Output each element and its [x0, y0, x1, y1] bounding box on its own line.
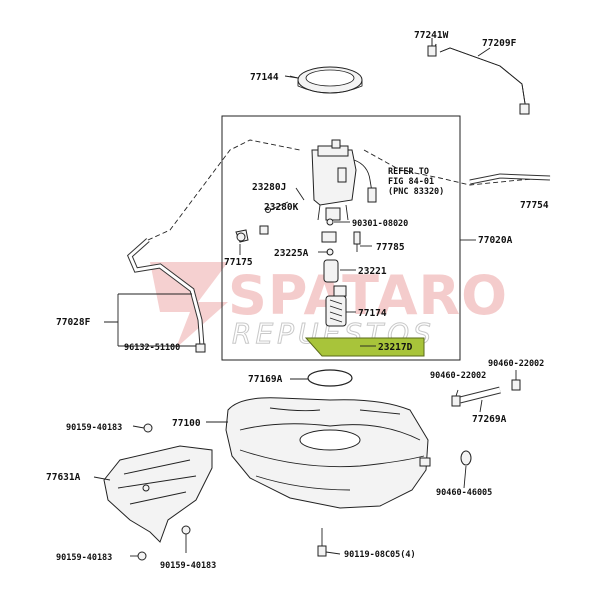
- lock-ring: [289, 66, 363, 94]
- pump-top-assembly: [311, 139, 377, 221]
- pump-assembly-frame: [221, 115, 461, 361]
- label-90301-08020: 90301-08020: [352, 219, 408, 229]
- label-77174: 77174: [358, 308, 387, 319]
- tank-dashed-outline: [147, 139, 551, 241]
- small-parts: [235, 207, 361, 327]
- label-23280j: 23280J: [252, 182, 286, 193]
- label-refer-line1: REFER TO: [388, 167, 429, 177]
- label-77020a: 77020A: [478, 235, 513, 246]
- hose-77269a: [451, 379, 521, 466]
- label-23217d: 23217D: [378, 342, 413, 353]
- vent-tube-assembly: [427, 38, 530, 115]
- filter-23217d-highlight: [304, 337, 425, 357]
- label-77209f: 77209F: [482, 38, 517, 49]
- gasket-77169a: [307, 369, 353, 387]
- label-90460-22002-right: 90460-22002: [488, 359, 544, 369]
- label-77175: 77175: [224, 257, 253, 268]
- fuel-tank-77100: [225, 397, 431, 509]
- bolt-90119: [317, 528, 327, 557]
- label-90159-40183-bottom: 90159-40183: [160, 561, 216, 571]
- label-90460-22002-left: 90460-22002: [430, 371, 486, 381]
- label-90159-40183-left: 90159-40183: [56, 553, 112, 563]
- label-77754: 77754: [520, 200, 549, 211]
- label-77144: 77144: [250, 72, 279, 83]
- label-90460-46005: 90460-46005: [436, 488, 492, 498]
- label-77241w: 77241W: [414, 30, 449, 41]
- watermark-brand-text: SPATARO: [228, 264, 508, 327]
- watermark-logo-mark: [150, 262, 228, 348]
- part-labels: 77241W 77209F 77144 REFER TO FIG 84-01 (…: [46, 30, 549, 571]
- label-23221: 23221: [358, 266, 387, 277]
- label-90119-08c05: 90119-08C05(4): [344, 550, 416, 560]
- label-77169a: 77169A: [248, 374, 283, 385]
- label-90159-40183-top: 90159-40183: [66, 423, 122, 433]
- label-77028f: 77028F: [56, 317, 91, 328]
- fuel-tube-77028f: [126, 238, 206, 353]
- label-23280k: 23280K: [264, 202, 299, 213]
- label-23225a: 23225A: [274, 248, 309, 259]
- label-77100: 77100: [172, 418, 201, 429]
- label-96132-51100: 96132-51100: [124, 343, 180, 353]
- label-77269a: 77269A: [472, 414, 507, 425]
- label-77631a: 77631A: [46, 472, 81, 483]
- label-77785: 77785: [376, 242, 405, 253]
- heat-shield-77631a: [103, 423, 213, 561]
- leader-lines: [93, 38, 517, 557]
- label-refer-line2: FIG 84-01: [388, 177, 434, 187]
- label-refer-line3: (PNC 83320): [388, 187, 444, 197]
